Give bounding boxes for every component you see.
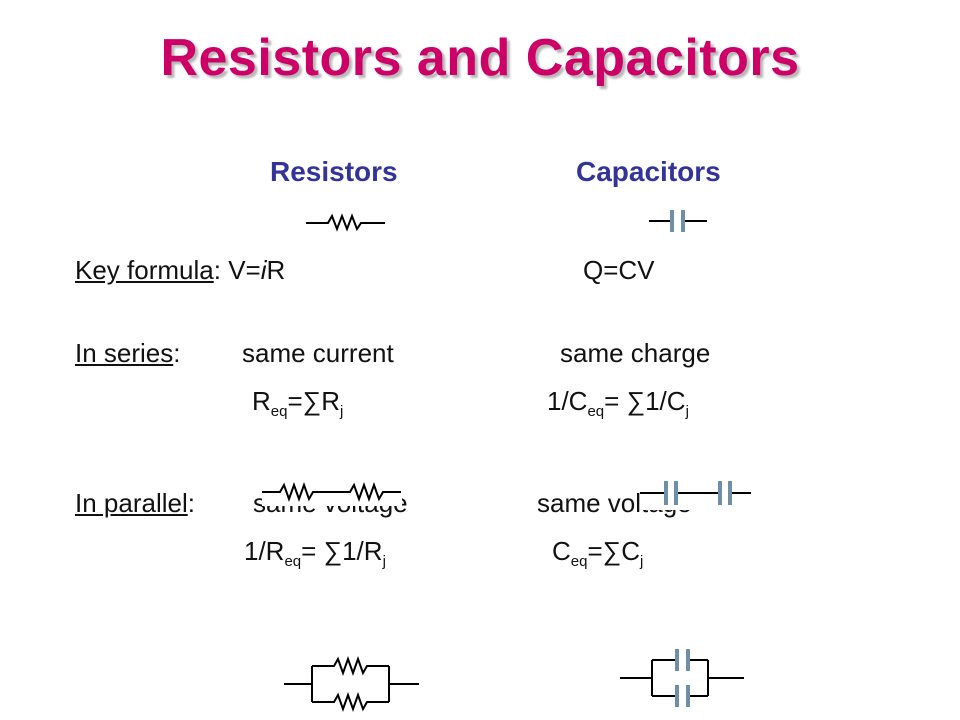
series-resistors-symbol [262, 478, 402, 506]
capacitor-symbol [649, 210, 707, 232]
req-inverse: 1/R [244, 536, 285, 566]
series-sep: : [173, 338, 181, 368]
key-formula-label: Key formula [75, 255, 214, 285]
ceq-symbol: C [552, 536, 571, 566]
req-subscript: eq [270, 403, 288, 420]
ceq-inverse: 1/C [547, 386, 588, 416]
resistor-formula-post: R [266, 255, 286, 285]
rj-subscript: j [339, 403, 344, 420]
resistor-formula-pre: V= [228, 255, 261, 285]
cj-par-subscript: j [639, 553, 644, 570]
series-resistor-equation: Req=∑Rj [252, 386, 344, 420]
rj-par-subscript: j [382, 553, 386, 570]
cj-subscript: j [685, 403, 689, 420]
capacitor-key-formula: Q=CV [583, 255, 655, 285]
series-resistor-rule: same current [242, 338, 394, 368]
parallel-capacitor-equation: Ceq=∑Cj [552, 536, 644, 570]
series-capacitor-rule: same charge [560, 338, 711, 368]
ceq-sum: = ∑1/C [604, 386, 686, 416]
series-capacitors-symbol [640, 476, 752, 510]
parallel-resistors-symbol [284, 656, 419, 712]
ceq-par-subscript: eq [570, 553, 588, 570]
resistor-symbol [306, 213, 385, 232]
resistors-header: Resistors [270, 156, 398, 187]
req-par-sum: = ∑1/R [301, 536, 383, 566]
capacitors-header: Capacitors [576, 156, 721, 187]
req-sum: =∑R [287, 386, 340, 416]
series-label: In series [75, 338, 174, 368]
parallel-sep: : [187, 488, 195, 518]
parallel-label: In parallel [75, 488, 188, 518]
req-symbol: R [252, 386, 271, 416]
series-capacitor-equation: 1/Ceq= ∑1/Cj [547, 386, 689, 420]
key-formula-sep: : [213, 255, 229, 285]
page-title: Resistors and Capacitors [160, 29, 800, 87]
resistor-formula-current: i [260, 255, 267, 285]
req-par-subscript: eq [284, 553, 302, 570]
ceq-par-sum: =∑C [587, 536, 640, 566]
key-formula-row: Key formula: V=iR [75, 255, 285, 286]
ceq-subscript: eq [587, 403, 605, 420]
parallel-capacitors-symbol [620, 649, 744, 707]
parallel-resistor-equation: 1/Req= ∑1/Rj [244, 536, 386, 570]
series-label-group: In series: [75, 338, 181, 369]
parallel-label-group: In parallel: [75, 488, 195, 519]
